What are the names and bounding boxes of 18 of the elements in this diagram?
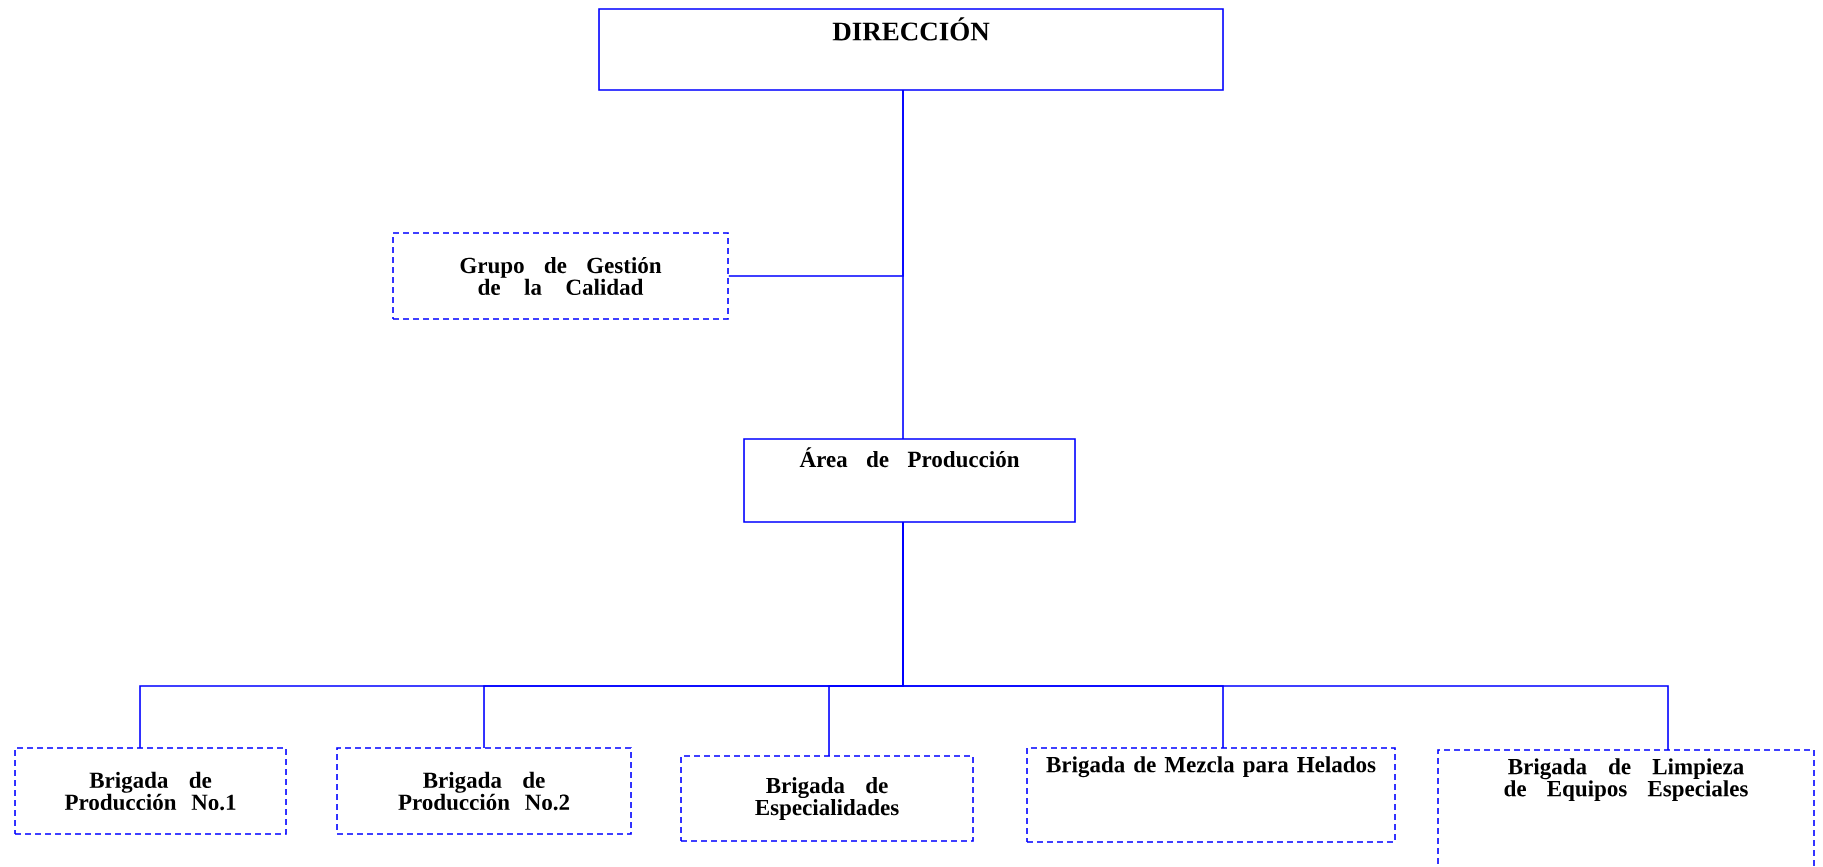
node-label: Área de Producción (799, 447, 1020, 468)
node-label: Brigada de Mezcla para Helados (1046, 756, 1376, 778)
node-label: Brigada de Especialidades (755, 777, 899, 820)
node-label: Brigada de Limpieza de Equipos Especiales (1504, 758, 1748, 802)
unit-box (14, 747, 287, 835)
connector-line (902, 521, 1669, 751)
node-label: Brigada de Producción No.2 (398, 771, 570, 811)
unit-box (1437, 749, 1815, 867)
unit-box (1026, 747, 1396, 843)
unit-box (598, 8, 1224, 91)
node-label: Grupo de Gestión de la Calidad (460, 256, 662, 296)
unit-box (743, 438, 1076, 523)
unit-box (392, 232, 729, 320)
unit-box (336, 747, 632, 835)
connector-line (728, 89, 904, 277)
unit-box (680, 755, 974, 842)
node-label: Brigada de Producción No.1 (64, 771, 236, 811)
node-label: DIRECCIÓN (832, 17, 990, 41)
